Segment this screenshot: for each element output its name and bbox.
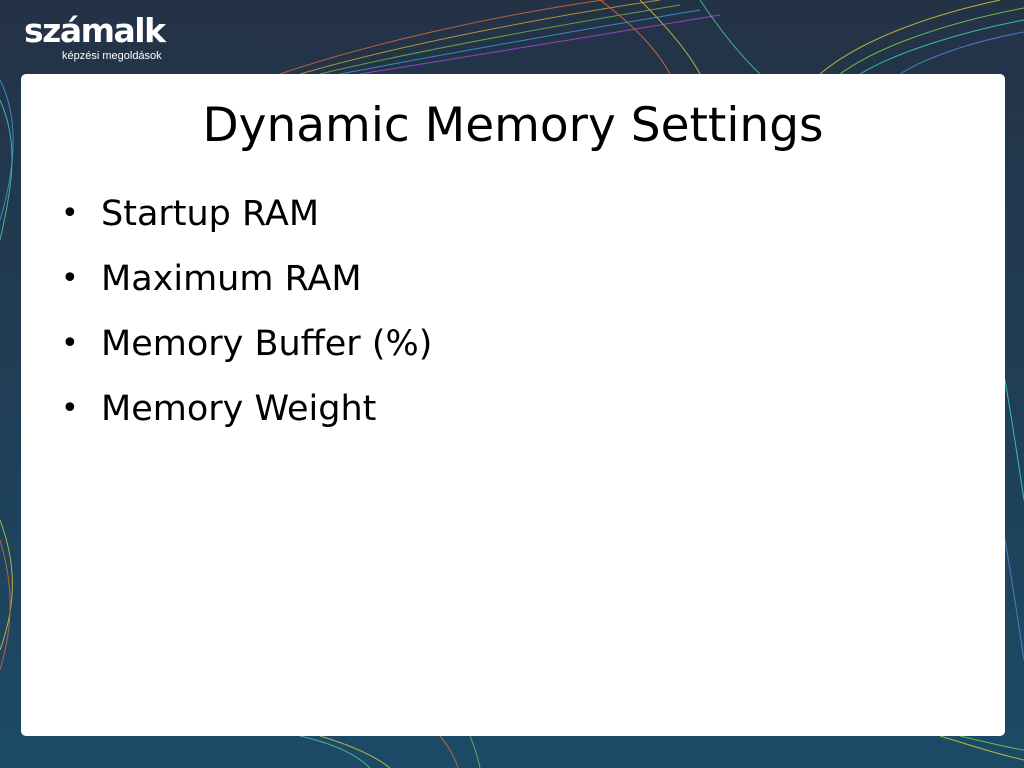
logo-wordmark: számalk	[24, 11, 166, 50]
bullet-item: • Memory Weight	[61, 386, 432, 451]
bullet-dot-icon: •	[61, 261, 79, 296]
bullet-list: • Startup RAM • Maximum RAM • Memory Buf…	[61, 191, 432, 451]
bullet-item: • Memory Buffer (%)	[61, 321, 432, 386]
bullet-item: • Startup RAM	[61, 191, 432, 256]
bullet-text: Memory Buffer (%)	[101, 324, 433, 364]
slide-title: Dynamic Memory Settings	[202, 98, 824, 153]
bullet-text: Startup RAM	[101, 194, 320, 234]
bullet-dot-icon: •	[61, 196, 79, 231]
logo-tagline: képzési megoldások	[62, 50, 162, 62]
bullet-item: • Maximum RAM	[61, 256, 432, 321]
bullet-dot-icon: •	[61, 326, 79, 361]
bullet-text: Memory Weight	[101, 389, 377, 429]
szamalk-logo: számalk képzési megoldások	[24, 12, 194, 68]
bullet-dot-icon: •	[61, 391, 79, 426]
bullet-text: Maximum RAM	[101, 259, 362, 299]
slide-content-panel: Dynamic Memory Settings • Startup RAM • …	[21, 74, 1005, 736]
